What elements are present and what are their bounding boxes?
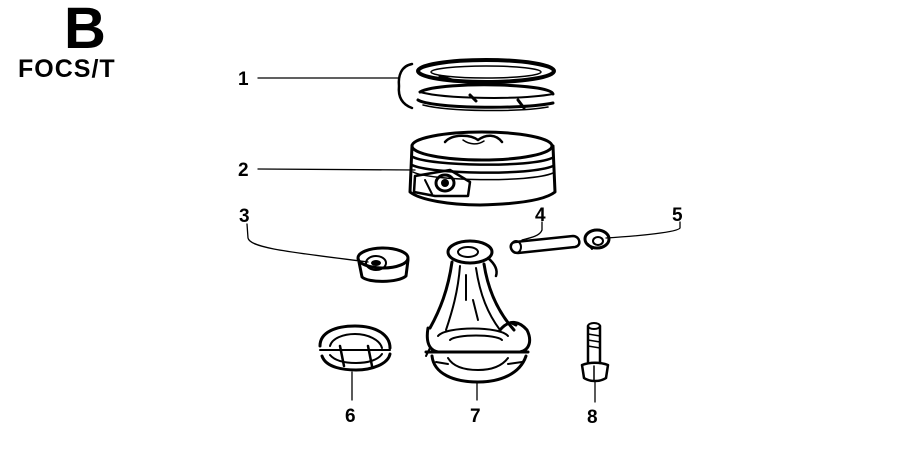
connecting-rod-drawing: [424, 239, 532, 384]
piston-drawing: [408, 130, 557, 207]
bearing-shells-drawing: [318, 324, 392, 372]
callout-7: 7: [470, 406, 481, 427]
piston-pin-drawing: [509, 234, 581, 255]
callout-4: 4: [535, 205, 546, 226]
section-letter: B: [64, 0, 106, 61]
callout-2: 2: [238, 160, 249, 181]
leader-3: [246, 223, 369, 263]
callout-1: 1: [238, 69, 249, 90]
leader-4: [521, 221, 543, 241]
circlip-drawing: [583, 228, 611, 250]
callout-8: 8: [587, 407, 598, 428]
leader-2: [257, 168, 416, 171]
leader-5: [605, 221, 681, 239]
small-end-bush-drawing: [356, 246, 410, 283]
callout-3: 3: [239, 206, 250, 227]
callout-5: 5: [672, 205, 683, 226]
leader-lines: [246, 77, 681, 403]
rod-bolt-drawing: [580, 322, 610, 383]
callout-6: 6: [345, 406, 356, 427]
piston-rings-drawing: [397, 58, 556, 112]
model-code: FOCS/T: [18, 55, 116, 83]
